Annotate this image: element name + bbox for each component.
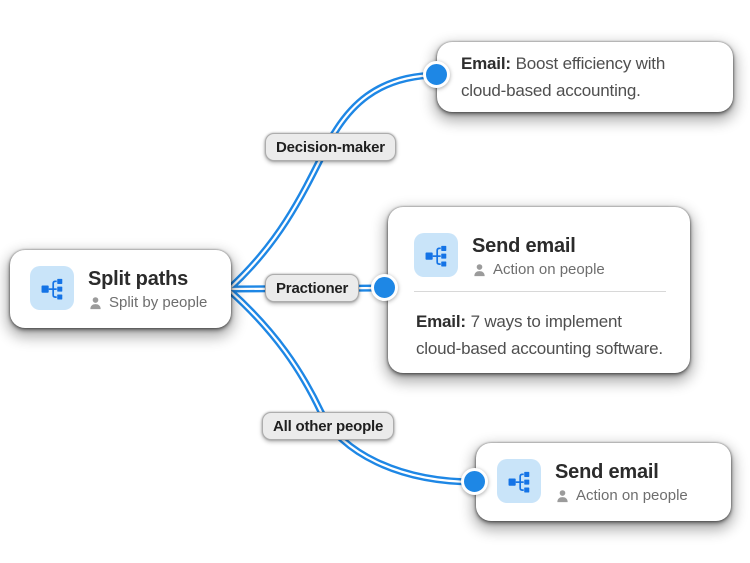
email-label: Email: [416,312,466,331]
split-paths-subtitle: Split by people [109,294,208,311]
send-email-icon [414,233,458,277]
split-paths-text: Split paths Split by people [88,266,207,312]
branch-label-practioner[interactable]: Practioner [265,274,360,302]
send-email-node-practioner[interactable]: Send email Action on people Email:7 ways… [388,207,690,373]
split-paths-icon-glyph [41,278,62,300]
send-email-subtitle-row: Action on people [555,487,688,505]
person-icon [557,489,568,502]
split-paths-subtitle-row: Split by people [88,294,207,312]
send-email-node-all-other-people[interactable]: Send email Action on people [476,443,731,521]
split-paths-header: Split paths Split by people [30,266,207,312]
email-label: Email: [461,54,511,73]
port-dot-decision-maker [423,61,450,88]
card-divider [414,291,666,292]
split-paths-title: Split paths [88,268,189,290]
send-email-text: Send email Action on people [472,233,605,279]
send-email-subtitle: Action on people [493,261,605,278]
split-paths-icon [30,266,74,310]
branch-label-decision-maker[interactable]: Decision-maker [265,133,396,161]
send-email-header: Send email Action on people [414,233,666,279]
send-email-title: Send email [472,235,576,257]
send-email-text: Send email Action on people [555,459,688,505]
send-email-header: Send email Action on people [497,459,688,505]
send-email-subtitle: Action on people [576,487,688,504]
person-icon [90,296,101,309]
split-branch-icon-glyph [508,471,529,493]
email-subject: Boost efficiency with cloud-based accoun… [461,54,666,100]
split-paths-node[interactable]: Split paths Split by people [10,250,231,328]
branch-label-all-other-people[interactable]: All other people [262,412,395,440]
send-email-subtitle-row: Action on people [472,261,605,279]
email-subject: 7 ways to implement cloud-based accounti… [416,312,663,358]
email-preview-card-decision-maker[interactable]: Email:Boost efficiency with cloud-based … [437,42,733,112]
person-icon [474,263,485,276]
send-email-icon [497,459,541,503]
email-preview-text: Email:Boost efficiency with cloud-based … [461,50,709,104]
port-dot-all-other-people [461,468,488,495]
email-preview-text: Email:7 ways to implement cloud-based ac… [414,308,666,362]
port-dot-practioner [371,274,398,301]
split-branch-icon-glyph [425,245,446,267]
send-email-title: Send email [555,461,659,483]
